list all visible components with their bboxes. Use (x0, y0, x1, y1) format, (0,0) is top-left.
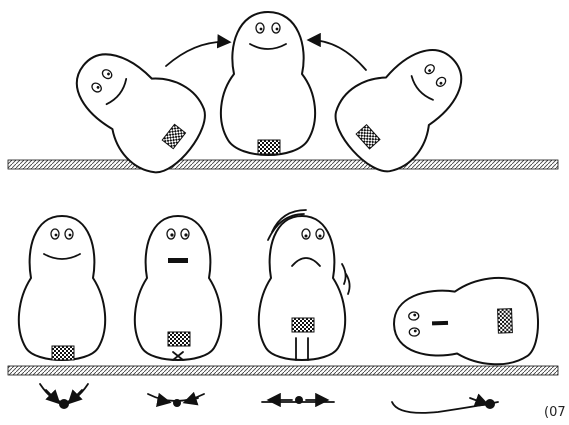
unstable-equilibrium-icon (262, 396, 334, 404)
weight-block (258, 140, 280, 154)
sweat-lines-icon (342, 264, 350, 294)
bottom-floor (8, 366, 558, 375)
bottom-toy-happy (19, 216, 105, 360)
top-center-upright-toy (221, 12, 315, 155)
weight-block (498, 309, 513, 333)
weight-block (292, 318, 314, 332)
right-rotation-arrow (310, 40, 366, 70)
bottom-toy-neutral (135, 216, 221, 360)
weight-block (168, 332, 190, 346)
neutral-equilibrium-icon (148, 394, 204, 407)
figure-label: (07 (544, 405, 566, 420)
top-floor (8, 160, 558, 169)
weight-block (52, 346, 74, 360)
fallen-equilibrium-icon (392, 398, 498, 413)
bottom-toy-fallen (393, 277, 540, 368)
flat-mouth-icon (168, 258, 188, 263)
left-rotation-arrow (166, 42, 228, 66)
mouth-icon (432, 321, 448, 326)
bottom-toy-sad (259, 210, 350, 360)
stable-equilibrium-icon (40, 384, 88, 409)
